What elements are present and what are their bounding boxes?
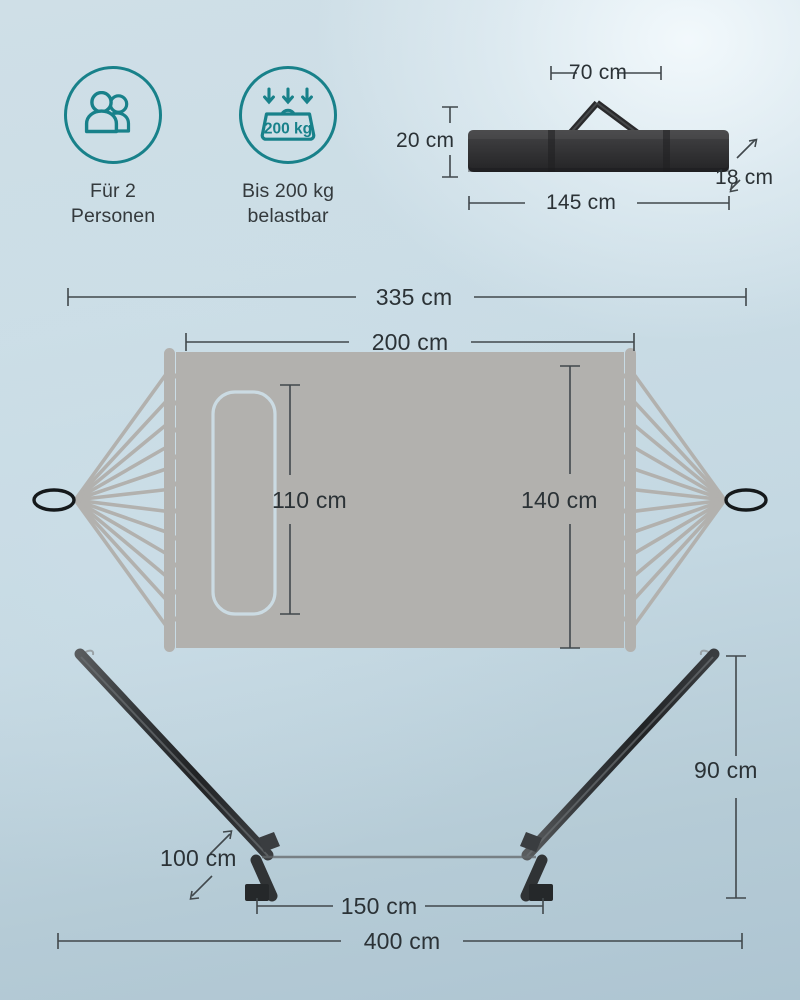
feature-caption: Bis 200 kg belastbar <box>241 180 335 227</box>
hammock-bed <box>176 352 624 648</box>
hammock-ring-right <box>724 488 768 512</box>
label-bag-height: 20 cm <box>396 129 455 152</box>
weight-load-icon: 200 kg <box>260 87 316 141</box>
label-bag-strap-width: 70 cm <box>568 61 628 84</box>
hammock-rope-fan-right <box>626 364 727 636</box>
label-hammock-pillow-height: 110 cm <box>272 487 347 513</box>
label-hammock-total-length: 335 cm <box>375 284 453 310</box>
hammock-illustration <box>32 348 768 652</box>
stand-foot-right <box>520 854 553 902</box>
stand-illustration <box>74 648 720 902</box>
feature-max-load: 200 kg Bis 200 kg belastbar <box>213 66 363 229</box>
stand-dimension-lines <box>57 655 746 949</box>
label-stand-foot-depth: 100 cm <box>160 845 237 871</box>
stand-foot-left <box>245 854 278 902</box>
label-stand-total-width: 400 cm <box>363 928 441 954</box>
hammock-rope-fan-left <box>73 364 174 636</box>
stand-joint-left <box>258 832 280 852</box>
carry-bag-illustration <box>468 100 729 172</box>
label-hammock-bed-length: 200 cm <box>371 329 449 355</box>
hammock-spreader-bar-left <box>164 348 175 652</box>
hammock-ring-left <box>32 488 76 512</box>
carry-bag-dimension-lines <box>442 66 758 210</box>
hammock-dimension-lines <box>67 288 747 649</box>
label-hammock-bed-width: 140 cm <box>521 487 598 513</box>
feature-caption: Für 2 Personen <box>70 180 156 227</box>
feature-two-persons: Für 2 Personen <box>38 66 188 229</box>
label-bag-depth: 18 cm <box>715 166 774 189</box>
hammock-pillow <box>211 390 277 616</box>
two-people-icon <box>84 91 131 134</box>
stand-joint-right <box>520 832 542 852</box>
feature-icon-circle: 200 kg <box>239 66 337 164</box>
label-bag-length: 145 cm <box>545 191 617 214</box>
label-stand-foot-width: 150 cm <box>340 893 418 919</box>
label-stand-height: 90 cm <box>694 757 758 783</box>
weight-icon-label: 200 kg <box>264 121 312 138</box>
feature-icon-circle <box>64 66 162 164</box>
hammock-spreader-bar-right <box>625 348 636 652</box>
